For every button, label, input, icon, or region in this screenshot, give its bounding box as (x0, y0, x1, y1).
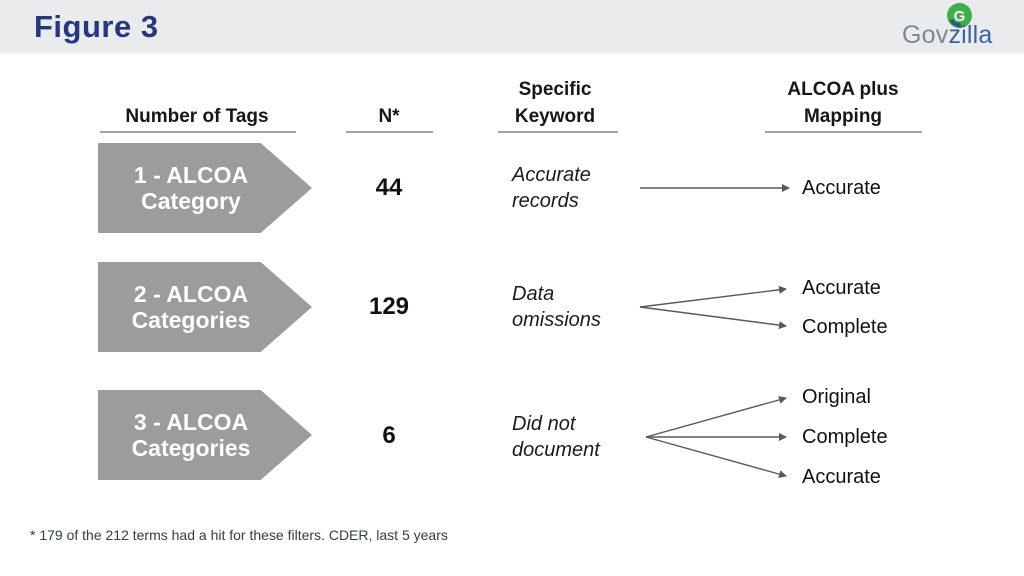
tag-shape-2-alcoa-categories: 2 - ALCOA Categories (98, 262, 312, 352)
mapping-label: Accurate (802, 277, 881, 299)
svg-text:G: G (954, 8, 966, 25)
column-header-specific-keyword: Specific Keyword (514, 79, 596, 127)
keyword-row3: Did not document (512, 413, 600, 461)
govzilla-logo: G Govzilla (902, 0, 1014, 54)
mapping-label: Complete (802, 316, 888, 338)
n-value-row3: 6 (382, 422, 396, 449)
n-value-row2: 129 (368, 293, 410, 320)
mapping-label: Accurate (802, 177, 881, 199)
arrow-row2-accurate (639, 285, 787, 308)
logo-text-zilla: zilla (948, 21, 993, 49)
underline-specific-keyword (498, 131, 618, 133)
tag-shape-3-alcoa-categories: 3 - ALCOA Categories (98, 390, 312, 480)
logo-text-gov: Gov (902, 21, 949, 49)
footnote: * 179 of the 212 terms had a hit for the… (30, 527, 448, 543)
underline-alcoa-plus-mapping (765, 131, 922, 133)
tag-shape-1-alcoa-category: 1 - ALCOA Category (98, 143, 312, 233)
mapping-label: Complete (802, 426, 888, 448)
column-header-n: N* (378, 106, 400, 127)
arrow-row3-accurate (645, 436, 787, 478)
keyword-row2: Data omissions (512, 283, 601, 331)
arrow-row2-complete (639, 306, 787, 330)
page-title: Figure 3 (34, 9, 159, 44)
arrow-row3-original (645, 396, 787, 438)
underline-n (346, 131, 433, 133)
column-header-alcoa-plus-mapping: ALCOA plus Mapping (787, 79, 899, 127)
mapping-label: Original (802, 386, 871, 408)
n-value-row1: 44 (375, 174, 403, 201)
tag-shape-label: 3 - ALCOA Categories (131, 409, 251, 461)
underline-number-of-tags (100, 131, 296, 133)
mapping-label: Accurate (802, 466, 881, 488)
govzilla-wordmark: Govzilla (902, 21, 1014, 50)
tag-shape-label: 2 - ALCOA Categories (131, 281, 251, 333)
tag-shape-label: 1 - ALCOA Category (133, 162, 249, 214)
keyword-row1: Accurate records (512, 164, 591, 212)
column-header-number-of-tags: Number of Tags (125, 106, 269, 127)
header-bar: Figure 3 G Govzilla (0, 0, 1024, 54)
govzilla-g-icon: G (947, 3, 972, 28)
